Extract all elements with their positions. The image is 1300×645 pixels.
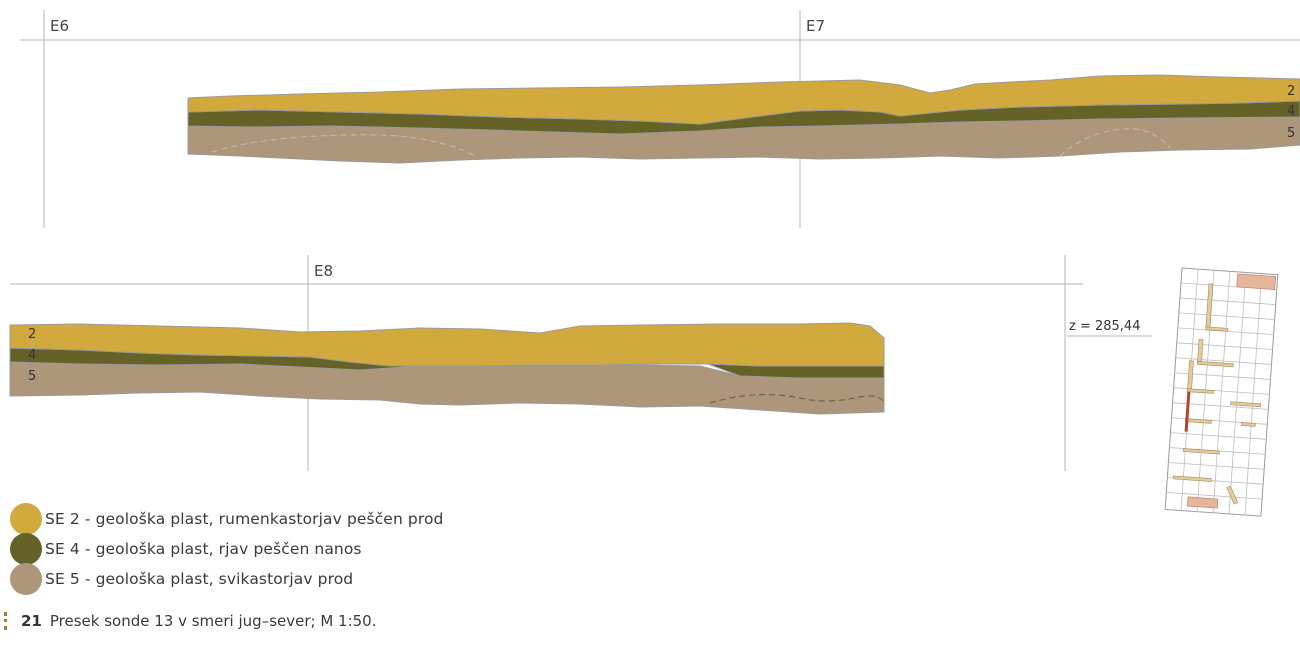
dashed-feature-top-left — [211, 134, 476, 157]
layer-label-4-top: 4 — [1287, 104, 1295, 119]
grid-label-e8: E8 — [314, 262, 333, 280]
layer-label-5-top: 5 — [1287, 126, 1295, 141]
layer-se2-top — [187, 74, 1300, 125]
dashed-feature-bottom — [709, 394, 885, 404]
section-drawing: E6 E7 2 4 5 E8 z = 285,44 2 4 5 — [9, 10, 1300, 517]
caption-marker — [4, 612, 7, 630]
site-plan-inset — [1164, 267, 1279, 517]
elevation-label: z = 285,44 — [1069, 319, 1140, 334]
legend-label-se4: SE 4 - geološka plast, rjav peščen nanos — [45, 540, 362, 558]
figure-caption: 21 Presek sonde 13 v smeri jug–sever; M … — [4, 612, 377, 630]
legend-swatch-se5 — [10, 563, 42, 595]
legend-swatch-se2 — [10, 503, 42, 535]
inset-trench-red — [1184, 391, 1191, 432]
inset-patch-top — [1236, 273, 1277, 290]
top-section: E6 E7 2 4 5 — [20, 10, 1300, 228]
layer-label-5-bottom: 5 — [28, 369, 36, 384]
figure-number: 21 — [21, 612, 42, 630]
layer-label-2-bottom: 2 — [28, 327, 36, 342]
legend: SE 2 - geološka plast, rumenkastorjav pe… — [10, 503, 444, 595]
inset-trenches — [1172, 283, 1262, 505]
caption-text: Presek sonde 13 v smeri jug–sever; M 1:5… — [49, 612, 377, 630]
legend-label-se5: SE 5 - geološka plast, svikastorjav prod — [45, 570, 354, 588]
bottom-section: E8 z = 285,44 2 4 5 — [9, 255, 1152, 471]
grid-label-e7: E7 — [806, 17, 825, 35]
legend-item-se4: SE 4 - geološka plast, rjav peščen nanos — [10, 533, 444, 565]
layer-se2-bottom — [9, 322, 885, 367]
legend-item-se5: SE 5 - geološka plast, svikastorjav prod — [10, 563, 444, 595]
layer-label-4-bottom: 4 — [28, 348, 36, 363]
legend-label-se2: SE 2 - geološka plast, rumenkastorjav pe… — [45, 510, 444, 528]
inset-patch-bottom — [1186, 496, 1219, 509]
legend-swatch-se4 — [10, 533, 42, 565]
legend-item-se2: SE 2 - geološka plast, rumenkastorjav pe… — [10, 503, 444, 535]
grid-label-e6: E6 — [50, 17, 69, 35]
layer-label-2-top: 2 — [1287, 84, 1295, 99]
dashed-feature-top-right — [1059, 128, 1171, 157]
